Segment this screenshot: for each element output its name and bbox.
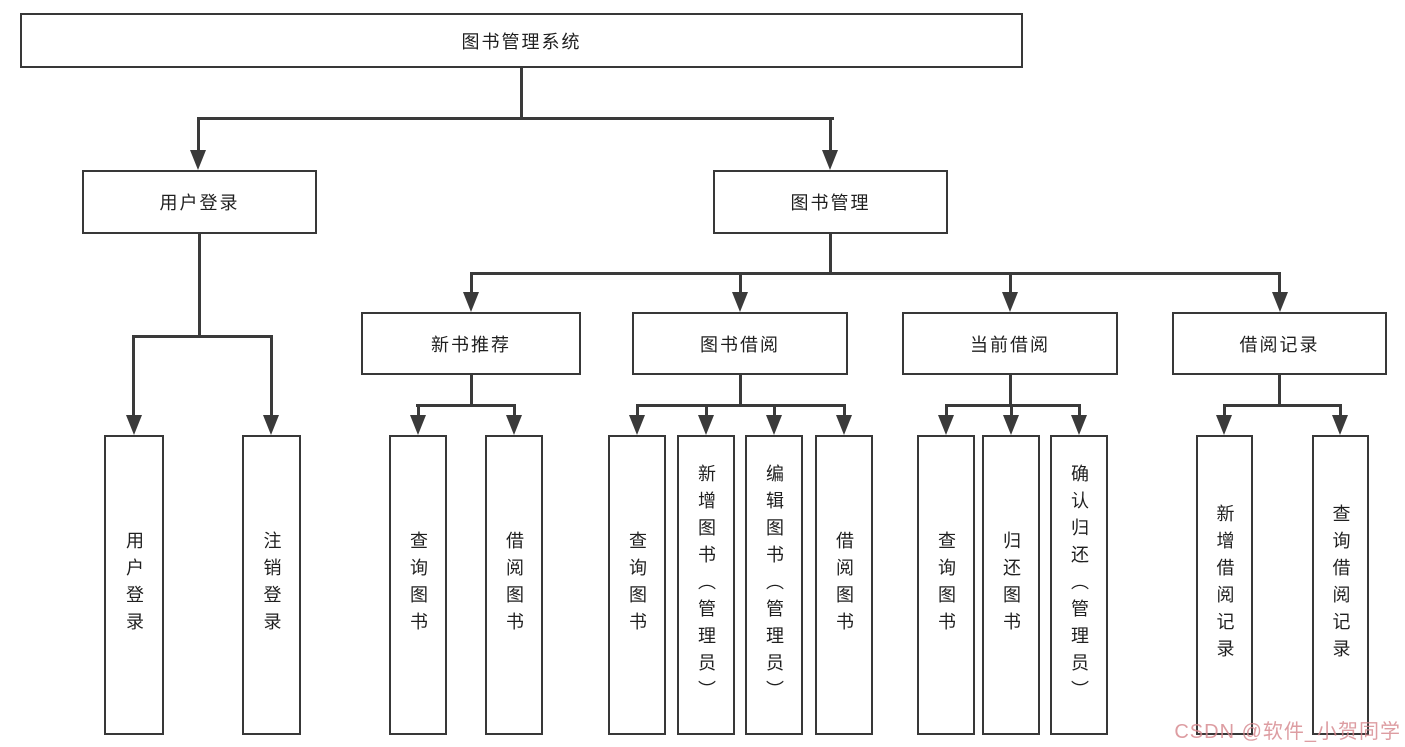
edge-book-borrow-split (636, 404, 846, 407)
edge-drop (417, 404, 420, 417)
leaf-add-borrow-record-label: 新增借阅记录 (1214, 504, 1235, 666)
leaf-add-book-admin-label: 新增图书（管理员） (696, 463, 716, 707)
arrow-down-icon (938, 415, 954, 435)
leaf-query-book-current: 查询图书 (917, 435, 975, 735)
edge-to-new-book-recommend (470, 272, 473, 294)
edge-to-book-borrow (739, 272, 742, 294)
arrow-down-icon (766, 415, 782, 435)
edge-to-borrow-records (1278, 272, 1281, 294)
arrow-down-icon (263, 415, 279, 435)
node-current-borrow: 当前借阅 (902, 312, 1118, 375)
arrow-down-icon (410, 415, 426, 435)
node-new-book-recommend-label: 新书推荐 (431, 334, 511, 355)
leaf-borrow-book-recommend: 借阅图书 (485, 435, 543, 735)
edge-book-borrow-stem (739, 375, 742, 407)
leaf-confirm-return-admin: 确认归还（管理员） (1050, 435, 1108, 735)
arrow-down-icon (1071, 415, 1087, 435)
node-root-label: 图书管理系统 (461, 31, 582, 52)
edge-drop (705, 404, 708, 417)
edge-drop (773, 404, 776, 417)
node-borrow-records-label: 借阅记录 (1239, 334, 1320, 355)
arrow-down-icon (629, 415, 645, 435)
leaf-borrow-book-recommend-label: 借阅图书 (504, 531, 524, 639)
edge-root-split (197, 117, 834, 120)
edge-drop (636, 404, 639, 417)
leaf-query-book-borrow-label: 查询图书 (627, 531, 647, 639)
arrow-down-icon (1332, 415, 1348, 435)
leaf-query-book-borrow: 查询图书 (608, 435, 666, 735)
leaf-query-borrow-record: 查询借阅记录 (1312, 435, 1369, 735)
edge-drop (1078, 404, 1081, 417)
leaf-edit-book-admin-label: 编辑图书（管理员） (764, 463, 784, 707)
node-user-login-label: 用户登录 (159, 193, 240, 213)
node-borrow-records: 借阅记录 (1172, 312, 1387, 375)
leaf-query-book-current-label: 查询图书 (936, 531, 956, 639)
leaf-borrow-book-label: 借阅图书 (834, 531, 854, 639)
edge-to-leaf-user-login (132, 335, 135, 417)
edge-drop (1010, 404, 1013, 417)
leaf-return-book: 归还图书 (982, 435, 1040, 735)
arrow-down-icon (822, 150, 838, 170)
edge-to-leaf-logout (270, 335, 273, 417)
leaf-confirm-return-admin-label: 确认归还（管理员） (1069, 463, 1089, 707)
edge-user-login-split (132, 335, 273, 338)
leaf-query-book-recommend: 查询图书 (389, 435, 447, 735)
leaf-query-book-recommend-label: 查询图书 (408, 531, 428, 639)
leaf-borrow-book: 借阅图书 (815, 435, 873, 735)
node-root: 图书管理系统 (20, 13, 1023, 68)
edge-recommend-split (416, 404, 516, 407)
arrow-down-icon (732, 292, 748, 312)
leaf-user-login-label: 用户登录 (124, 531, 144, 639)
node-current-borrow-label: 当前借阅 (970, 334, 1050, 355)
edge-book-mgmt-split (470, 272, 1281, 275)
edge-drop (513, 404, 516, 417)
edge-user-login-stem (198, 234, 201, 337)
leaf-logout: 注销登录 (242, 435, 301, 735)
edge-book-mgmt-stem (829, 234, 832, 275)
edge-to-user-login (197, 117, 200, 152)
edge-drop (945, 404, 948, 417)
edge-drop (1339, 404, 1342, 417)
edge-to-current-borrow (1009, 272, 1012, 294)
edge-drop (1223, 404, 1226, 417)
leaf-edit-book-admin: 编辑图书（管理员） (745, 435, 803, 735)
edge-current-borrow-stem (1009, 375, 1012, 407)
arrow-down-icon (506, 415, 522, 435)
arrow-down-icon (1003, 415, 1019, 435)
leaf-query-borrow-record-label: 查询借阅记录 (1330, 504, 1351, 666)
node-book-management: 图书管理 (713, 170, 948, 234)
edge-borrow-records-split (1223, 404, 1342, 407)
arrow-down-icon (698, 415, 714, 435)
leaf-user-login: 用户登录 (104, 435, 164, 735)
arrow-down-icon (1002, 292, 1018, 312)
leaf-add-book-admin: 新增图书（管理员） (677, 435, 735, 735)
node-book-borrow-label: 图书借阅 (700, 334, 780, 355)
edge-to-book-management (829, 117, 832, 152)
edge-borrow-records-stem (1278, 375, 1281, 407)
edge-root-stem (520, 68, 523, 120)
edge-drop (843, 404, 846, 417)
edge-current-borrow-split (945, 404, 1081, 407)
arrow-down-icon (836, 415, 852, 435)
arrow-down-icon (190, 150, 206, 170)
arrow-down-icon (463, 292, 479, 312)
csdn-watermark: CSDN @软件_小贺同学 (1174, 721, 1401, 743)
node-new-book-recommend: 新书推荐 (361, 312, 581, 375)
node-user-login: 用户登录 (82, 170, 317, 234)
node-book-management-label: 图书管理 (790, 193, 871, 213)
arrow-down-icon (126, 415, 142, 435)
leaf-return-book-label: 归还图书 (1001, 531, 1021, 639)
node-book-borrow: 图书借阅 (632, 312, 848, 375)
leaf-add-borrow-record: 新增借阅记录 (1196, 435, 1253, 735)
edge-recommend-stem (470, 375, 473, 407)
leaf-logout-label: 注销登录 (261, 531, 282, 639)
arrow-down-icon (1272, 292, 1288, 312)
arrow-down-icon (1216, 415, 1232, 435)
